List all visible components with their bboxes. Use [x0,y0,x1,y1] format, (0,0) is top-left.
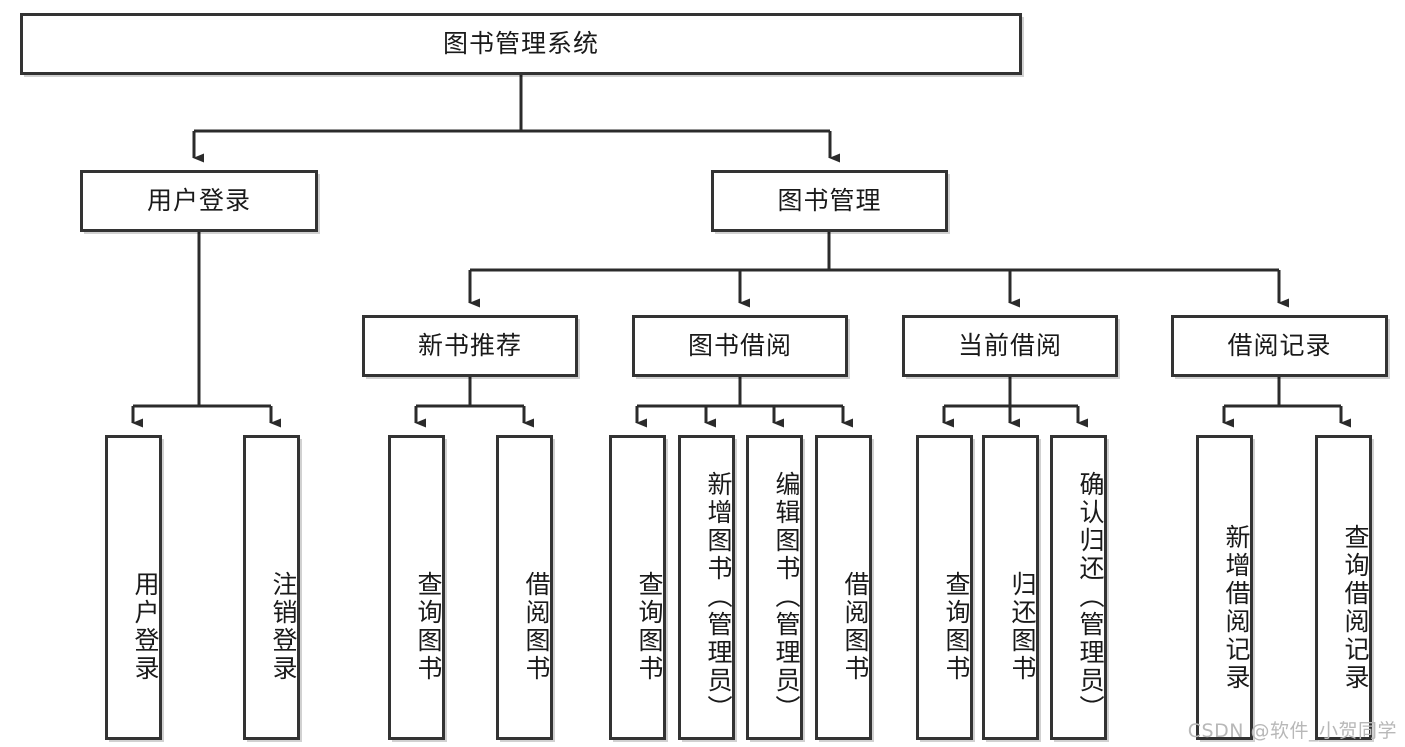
leaf-borrow-record-add[interactable]: 新增借阅记录 [1196,435,1253,740]
leaf-book-borrow-query[interactable]: 查询图书 [609,435,666,740]
node-label: 确认归还（管理员） [1076,470,1105,723]
node-label: 图书借阅 [687,331,792,361]
leaf-current-borrow-query[interactable]: 查询图书 [916,435,973,740]
leaf-current-borrow-confirm-return[interactable]: 确认归还（管理员） [1050,435,1107,740]
leaf-user-login-logout[interactable]: 注销登录 [243,435,300,740]
node-label: 编辑图书（管理员） [772,470,801,723]
leaf-user-login-login[interactable]: 用户登录 [105,435,162,740]
node-label: 图书管理系统 [442,29,599,59]
node-label: 新书推荐 [417,331,522,361]
leaf-book-borrow-edit[interactable]: 编辑图书（管理员） [746,435,803,740]
leaf-book-borrow-borrow[interactable]: 借阅图书 [815,435,872,740]
node-label: 新增借阅记录 [1222,523,1251,692]
node-label: 查询图书 [414,570,443,683]
node-label: 查询图书 [942,570,971,683]
node-label: 查询图书 [635,570,664,683]
node-label: 图书管理 [777,186,882,216]
node-label: 借阅图书 [522,570,551,683]
csdn-watermark: CSDN @软件_小贺同学 [1187,720,1397,742]
node-label: 借阅图书 [841,570,870,683]
node-book-borrow[interactable]: 图书借阅 [632,315,848,377]
node-label: 当前借阅 [957,331,1062,361]
node-user-login[interactable]: 用户登录 [80,170,318,232]
node-current-borrow[interactable]: 当前借阅 [902,315,1118,377]
node-label: 注销登录 [269,570,298,683]
node-borrow-record[interactable]: 借阅记录 [1171,315,1388,377]
leaf-new-book-borrow[interactable]: 借阅图书 [496,435,553,740]
node-label: 用户登录 [131,570,160,683]
leaf-borrow-record-query[interactable]: 查询借阅记录 [1315,435,1372,740]
node-label: 查询借阅记录 [1341,523,1370,692]
node-new-book-recommend[interactable]: 新书推荐 [362,315,578,377]
node-label: 新增图书（管理员） [704,470,733,723]
leaf-book-borrow-add[interactable]: 新增图书（管理员） [678,435,735,740]
node-root-system[interactable]: 图书管理系统 [20,13,1022,75]
node-label: 借阅记录 [1227,331,1332,361]
node-label: 归还图书 [1008,570,1037,683]
node-book-management[interactable]: 图书管理 [711,170,948,232]
leaf-current-borrow-return[interactable]: 归还图书 [982,435,1039,740]
node-label: 用户登录 [146,186,251,216]
leaf-new-book-query[interactable]: 查询图书 [388,435,445,740]
